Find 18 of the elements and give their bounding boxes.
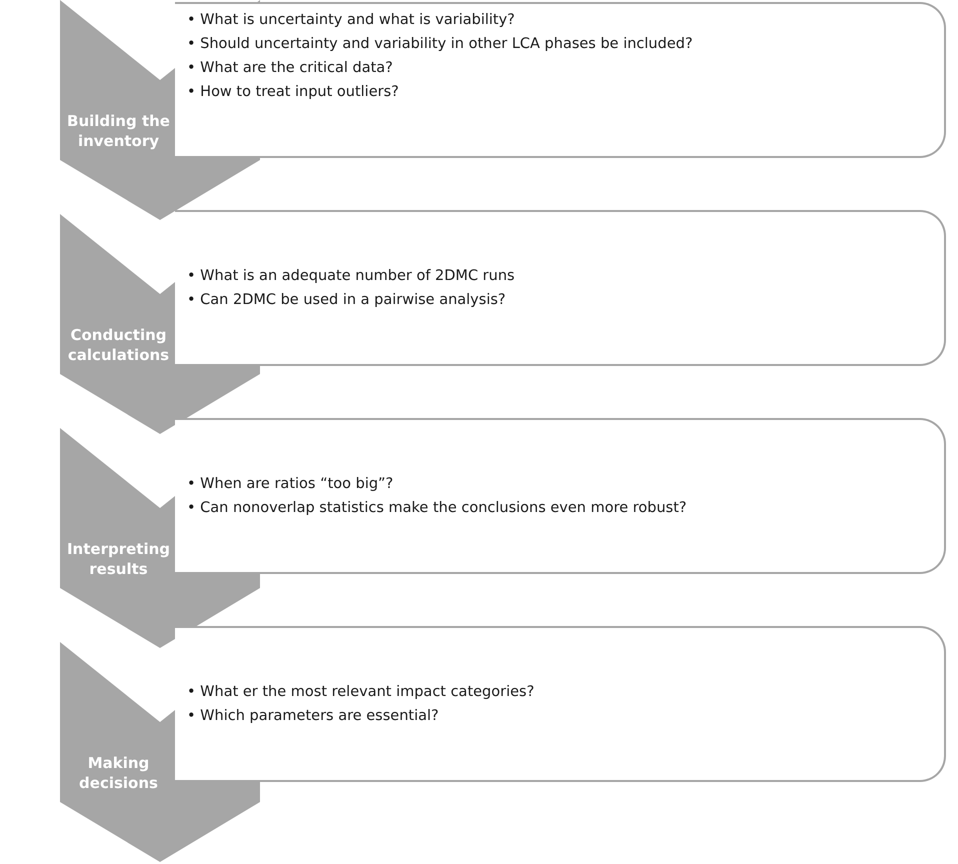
question-text: • Can 2DMC be used in a pairwise analysis? — [187, 291, 507, 310]
question-text: • What is uncertainty and what is variability? — [187, 11, 516, 30]
step-label: Making decisions — [78, 754, 159, 793]
step-label: Interpreting results — [66, 540, 172, 579]
question-text: • Should uncertainty and variability in other LCA phases be included? — [187, 35, 694, 54]
question-box — [175, 626, 946, 782]
step-label: Building the inventory — [66, 112, 171, 151]
question-text: • Which parameters are essential? — [187, 707, 440, 726]
question-text: • Can nonoverlap statistics make the conclusions even more robust? — [187, 499, 688, 518]
question-text: • What is an adequate number of 2DMC runs — [187, 267, 516, 286]
question-box — [175, 210, 946, 366]
question-text: • What er the most relevant impact categories? — [187, 683, 536, 702]
question-box — [175, 418, 946, 574]
question-text: • How to treat input outliers? — [187, 83, 400, 102]
question-box — [175, 2, 946, 158]
question-text: • What are the critical data? — [187, 59, 394, 78]
question-text: • When are ratios “too big”? — [187, 475, 394, 494]
step-label: Conducting calculations — [66, 326, 170, 365]
